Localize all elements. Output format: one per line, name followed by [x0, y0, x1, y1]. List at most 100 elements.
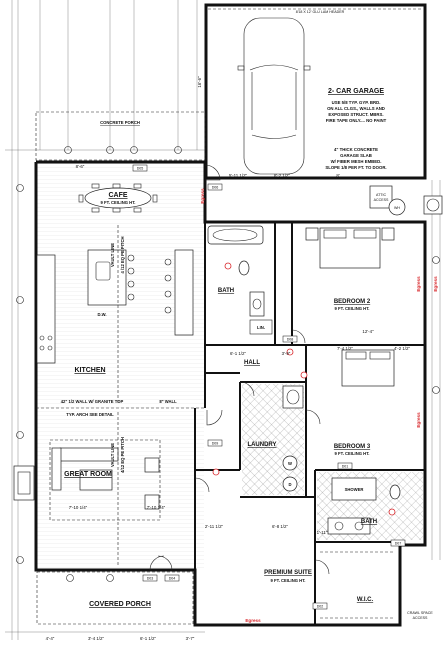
fireplace: [13, 465, 35, 501]
garage-note-line: EXPOSED STRUCT. MBRS.: [328, 112, 383, 117]
dimension-label: 6'-8 1/2": [272, 524, 289, 529]
door-tag-label: D06: [212, 186, 219, 190]
door-tag: D01: [337, 462, 353, 470]
bath-2-title: BATH: [361, 519, 377, 525]
crawl-space-label: CRAWL SPACE: [407, 611, 433, 615]
concrete-porch: CONCRETE PORCH: [35, 111, 206, 161]
cafe-title: CAFE: [108, 192, 127, 199]
garage-slab-note-line: GARAGE SLAB: [340, 153, 372, 158]
dimension-label: 4'-2 1/2": [394, 346, 411, 351]
door-swings: [149, 164, 330, 575]
attic-label: ACCESS: [374, 198, 389, 202]
room-garage: 8'18 X 12' GLU LAM HEADER 2- CAR GARAGE …: [197, 3, 427, 180]
bath-1-title: BATH: [218, 288, 234, 294]
door-tag-label: D03: [147, 577, 154, 581]
wall-8-note: 8" WALL: [159, 399, 177, 404]
door-tag-label: D09: [212, 442, 219, 446]
door-tag: D08: [282, 335, 298, 343]
dimension-label: 6'-1 1/2": [230, 351, 247, 356]
cafe-chairs: [78, 183, 158, 213]
door-tag-label: D05: [137, 167, 144, 171]
kitchen-vault-line: VAULT LINE: [110, 243, 115, 267]
door-tag: D09: [207, 439, 223, 447]
range-burners: [39, 335, 53, 351]
room-kitchen: D.W. VAULT LINE 4 /12 EQ PE PITCH KITCHE…: [36, 225, 194, 405]
egress-label: Egress: [416, 412, 421, 428]
smoke-detector-icon: [300, 371, 308, 379]
dimension-label: 7'-10 1/4": [147, 505, 166, 510]
washer-label: W: [288, 461, 292, 466]
car-outline: [237, 17, 311, 175]
kitchen-vault-pitch: 4 /12 EQ PE PITCH: [120, 236, 125, 273]
wic-title: W.I.C.: [357, 597, 374, 603]
attic-access: ATTIC ACCESS: [369, 185, 393, 209]
bedroom-3-title: BEDROOM 3: [334, 444, 371, 450]
door-tag: D03: [142, 574, 158, 582]
half-wall-note: 42" 1/2 WALL W/ GRANITE TOP: [61, 399, 124, 404]
crawl-space-access: CRAWL SPACE ACCESS: [407, 611, 433, 620]
water-heater: WH: [388, 198, 406, 216]
linen-label: LIN.: [257, 325, 265, 330]
bedroom-2-ceiling: 9 FT. CEILING HT.: [335, 306, 370, 311]
dimension-label: 8': [336, 173, 339, 178]
bedroom-3-ceiling: 9 FT. CEILING HT.: [335, 451, 370, 456]
hvac-unit: [423, 195, 443, 215]
covered-porch-label: COVERED PORCH: [89, 601, 151, 608]
smoke-detectors: [212, 262, 396, 516]
kitchen-title: KITCHEN: [74, 367, 105, 374]
door-tag: D06: [207, 183, 223, 191]
hall-title: HALL: [244, 360, 260, 366]
door-tags: D05 D06 D09 D08 D01 D07 D03 D04 D02: [132, 164, 406, 610]
dimension-label: 3'-4 1/2": [88, 636, 105, 641]
shower-label: SHOWER: [345, 487, 364, 492]
garage-slab-note-line: W/ FIBER MESH EMBED.: [331, 159, 382, 164]
dimension-label: 7'-10 1/4": [69, 505, 88, 510]
door-tag-label: D08: [287, 338, 294, 342]
egress-label: Egress: [200, 188, 205, 204]
door-tag-label: D07: [395, 542, 402, 546]
dimension-label: 3'-7": [186, 636, 195, 641]
dimension-label: 4'-4": [46, 636, 55, 641]
dishwasher-label: D.W.: [97, 312, 106, 317]
door-tag: D04: [164, 574, 180, 582]
great-room-vault-line: VAULT LINE: [110, 443, 115, 467]
egress-label: Egress: [416, 276, 421, 292]
room-bath-1: BATH LIN.: [207, 225, 273, 335]
door-tag: D05: [132, 164, 148, 172]
room-laundry: LAUNDRY W D: [242, 384, 304, 495]
room-walk-in-closet: W.I.C.: [320, 551, 395, 619]
door-tag-label: D02: [317, 605, 324, 609]
garage-slab-note-line: 4" THICK CONCRETE: [334, 147, 378, 152]
smoke-detector-icon: [212, 468, 220, 476]
dimension-label: 8'-2 1/2": [274, 173, 291, 178]
arch-note: TYP. ARCH SEE DETAIL: [66, 412, 114, 417]
dimension-label: 3'-9": [282, 351, 291, 356]
garage-note-line: USE 5/8 TYP. GYP. BRD.: [332, 100, 381, 105]
dryer-label: D: [288, 482, 291, 487]
header-note: 8'18 X 12' GLU LAM HEADER: [296, 10, 345, 14]
living-floor: [37, 163, 204, 568]
garage-note-line: FIRE TAPE ONLY.... NO PAINT: [326, 118, 387, 123]
dimension-label: 5'-11 1/2": [229, 173, 248, 178]
egress-label: Egress: [433, 276, 438, 292]
grid-bubbles: [16, 146, 440, 582]
concrete-porch-label: CONCRETE PORCH: [100, 120, 140, 125]
garage-title: 2- CAR GARAGE: [328, 88, 384, 95]
room-cafe: CAFE 9 FT. CEILING HT.: [78, 183, 158, 213]
room-bedroom-3: BEDROOM 3 9 FT. CEILING HT.: [334, 349, 395, 456]
garage-slab-note-line: SLOPE 1/8 PER FT. TO DOOR.: [325, 165, 386, 170]
covered-porch: COVERED PORCH: [36, 571, 194, 625]
smoke-detector-icon: [286, 348, 294, 356]
dimension-label: 7'-4 1/2": [337, 346, 354, 351]
door-tag-label: D04: [169, 577, 176, 581]
egress-label: Egress: [245, 618, 261, 623]
premium-suite-title: PREMIUM SUITE: [264, 570, 312, 576]
attic-label: ATTIC: [376, 193, 387, 197]
great-room-vault-pitch: 4/12 EQ PE PITCH: [120, 437, 125, 473]
room-premium-suite: PREMIUM SUITE 9 FT. CEILING HT.: [264, 570, 312, 583]
dimension-label: 6'-1 1/2": [140, 636, 157, 641]
room-great-room: TYP. ARCH SEE DETAIL VAULT LINE 4/12 EQ …: [49, 412, 161, 565]
room-bedroom-2: BEDROOM 2 9 FT. CEILING HT.: [305, 227, 395, 311]
dimensions: 8'-6" 5'-11 1/2" 8'-2 1/2" 8' 12'-4" 6'-…: [46, 164, 411, 641]
